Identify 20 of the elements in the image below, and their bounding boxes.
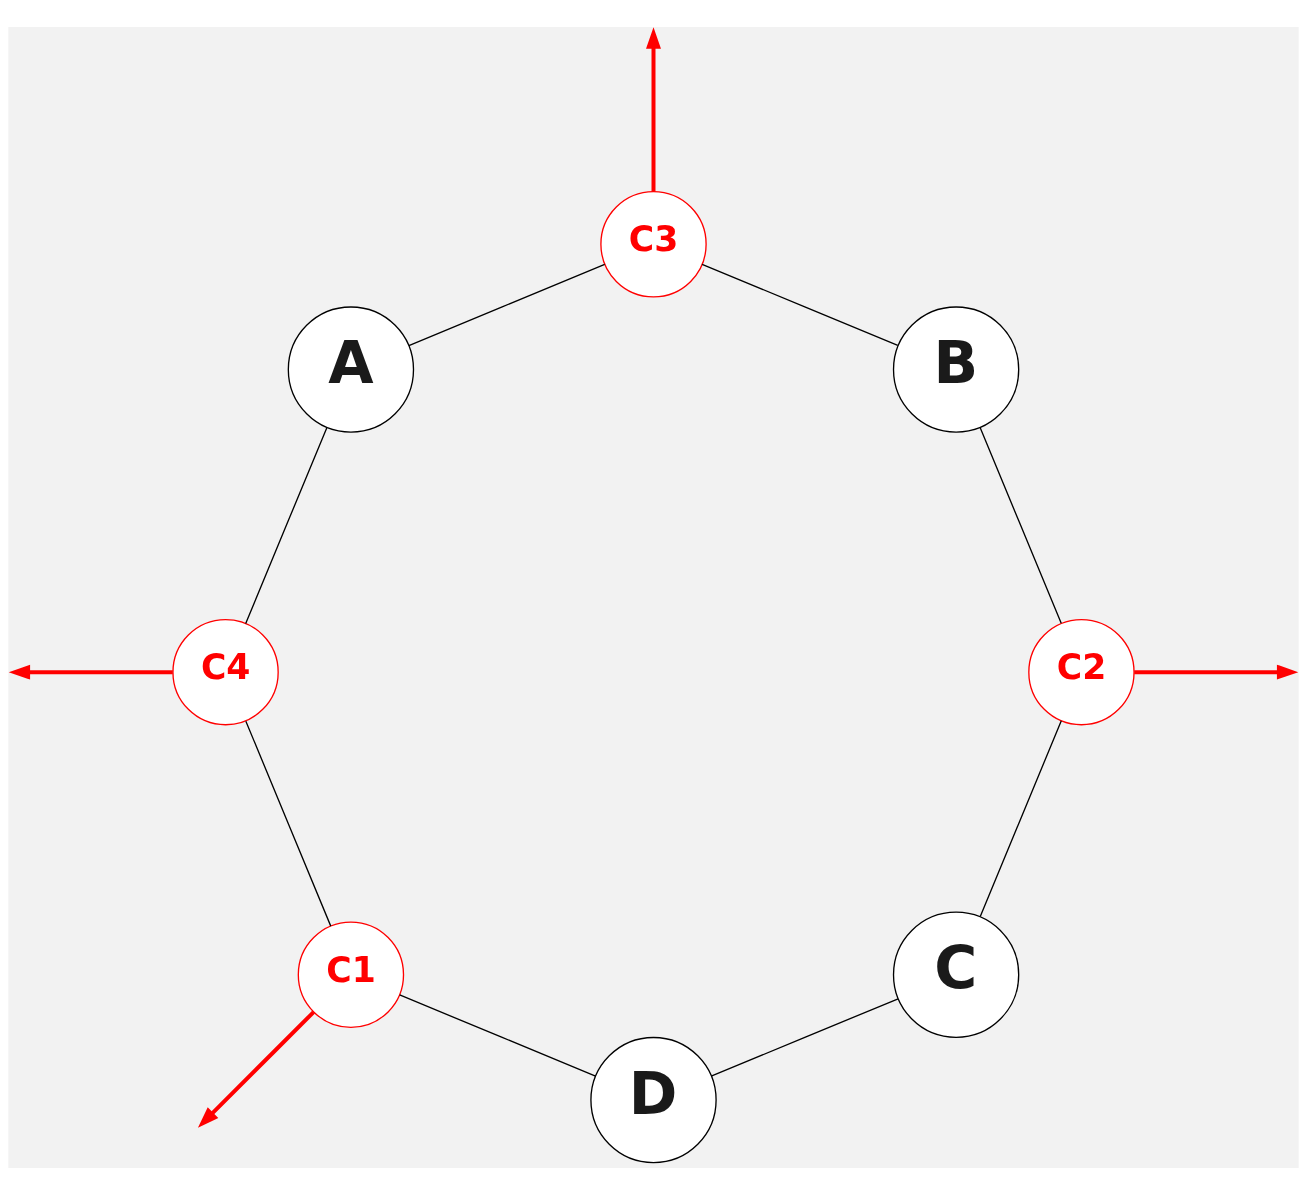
node-circle: A — [287, 306, 415, 433]
connector — [399, 994, 597, 1077]
connector — [979, 426, 1062, 624]
node-circle: B — [892, 306, 1020, 433]
node-circle: C2 — [1028, 618, 1135, 726]
connector — [701, 263, 899, 347]
connector — [979, 720, 1062, 918]
node-circle: C4 — [172, 618, 279, 726]
connector — [245, 720, 332, 927]
arrow — [197, 1010, 315, 1128]
arrow — [1134, 664, 1299, 680]
node-circle: C1 — [297, 921, 405, 1028]
node-circle: C — [892, 911, 1020, 1038]
connector — [245, 427, 328, 625]
connector — [711, 998, 899, 1077]
arrow — [646, 27, 661, 192]
arrow — [8, 664, 173, 680]
node-circle: D — [590, 1036, 717, 1164]
connector — [408, 263, 606, 347]
node-circle: C3 — [600, 190, 707, 298]
